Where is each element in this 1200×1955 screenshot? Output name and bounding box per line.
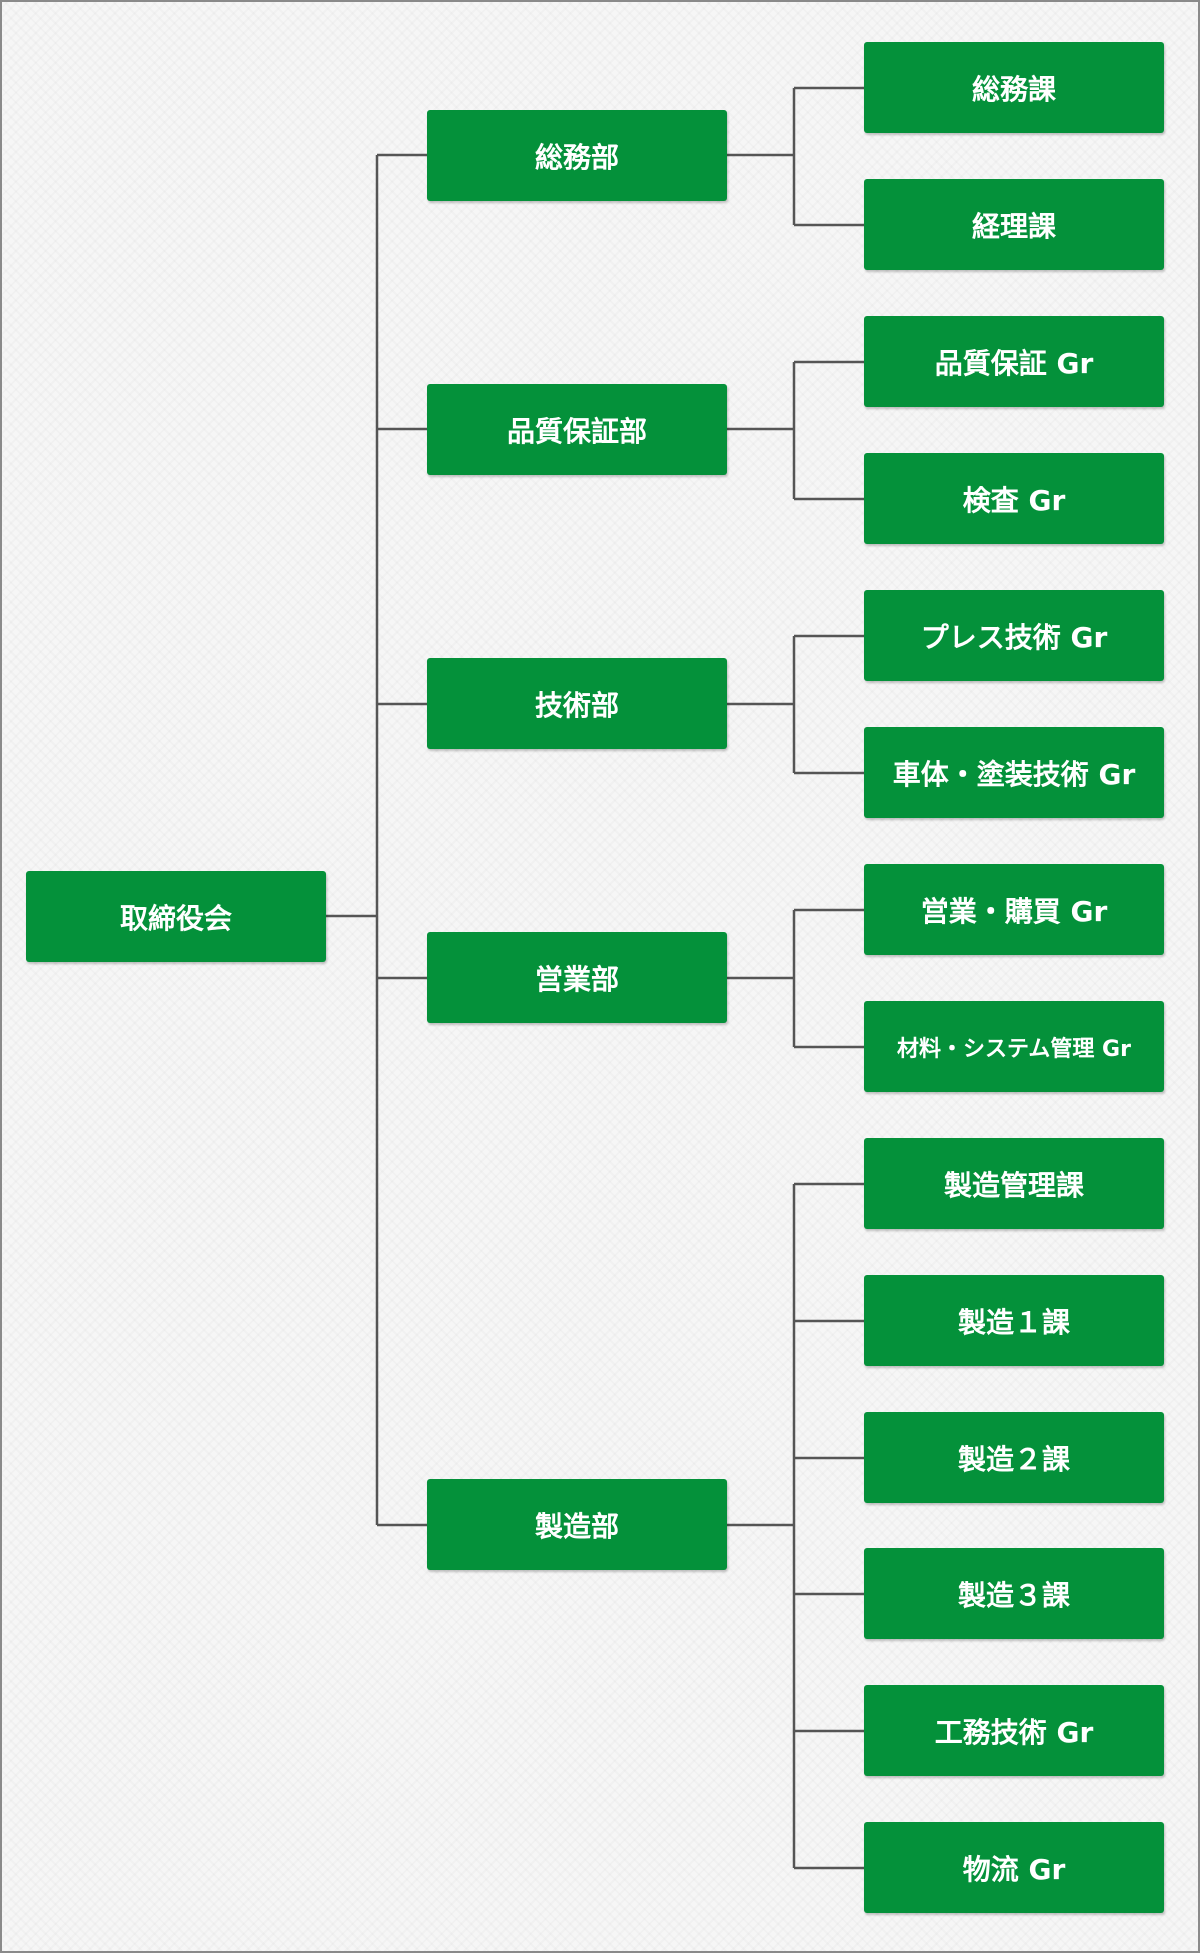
node-section-facility-engineering: 工務技術 Gr: [864, 1685, 1164, 1776]
node-dept-quality-assurance: 品質保証部: [427, 384, 727, 475]
node-dept-general-affairs: 総務部: [427, 110, 727, 201]
node-section-inspection-group: 検査 Gr: [864, 453, 1164, 544]
node-section-body-paint-engineering: 車体・塗装技術 Gr: [864, 727, 1164, 818]
node-section-sales-purchasing: 営業・購買 Gr: [864, 864, 1164, 955]
node-dept-sales: 営業部: [427, 932, 727, 1023]
node-section-press-engineering: プレス技術 Gr: [864, 590, 1164, 681]
node-board-of-directors: 取締役会: [26, 871, 326, 962]
node-section-general-affairs: 総務課: [864, 42, 1164, 133]
node-section-production-1: 製造１課: [864, 1275, 1164, 1366]
node-dept-manufacturing: 製造部: [427, 1479, 727, 1570]
node-section-production-2: 製造２課: [864, 1412, 1164, 1503]
node-section-material-system-mgmt: 材料・システム管理 Gr: [864, 1001, 1164, 1092]
node-dept-engineering: 技術部: [427, 658, 727, 749]
node-section-production-3: 製造３課: [864, 1548, 1164, 1639]
node-section-production-control: 製造管理課: [864, 1138, 1164, 1229]
node-section-accounting: 経理課: [864, 179, 1164, 270]
node-section-logistics: 物流 Gr: [864, 1822, 1164, 1913]
node-section-qa-group: 品質保証 Gr: [864, 316, 1164, 407]
